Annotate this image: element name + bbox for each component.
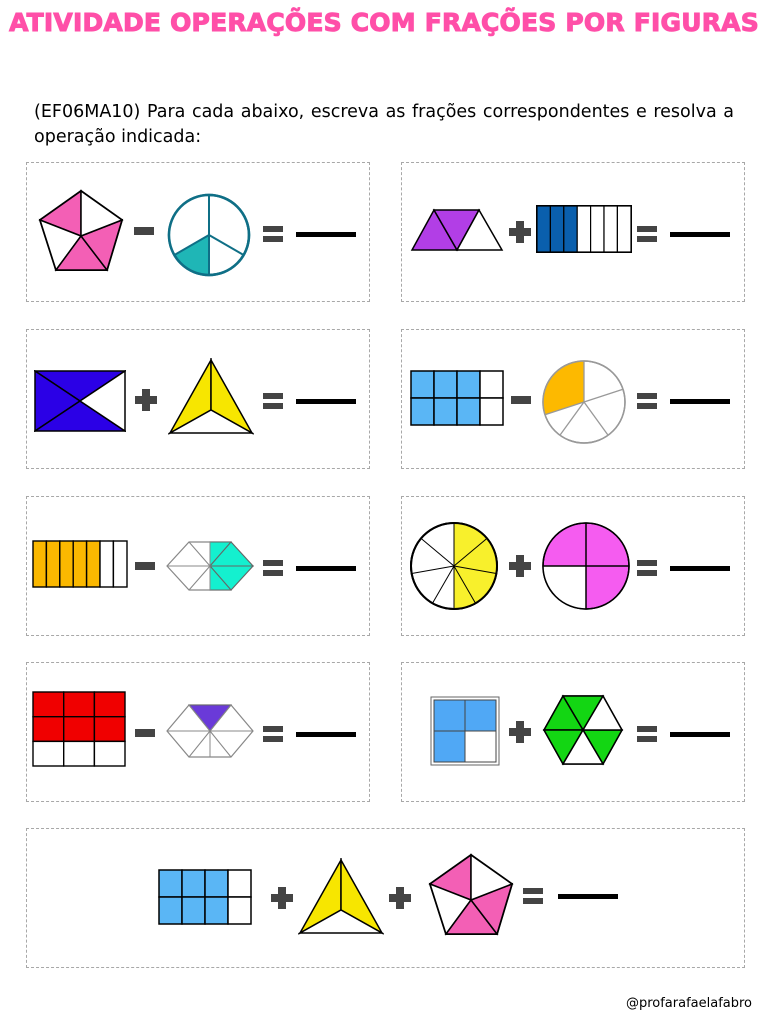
plus-sign (509, 555, 531, 577)
hexagon-fraction-figure (166, 541, 255, 591)
exercise-3-box (26, 329, 370, 469)
answer-blank[interactable] (670, 732, 730, 737)
triangle-fraction-figure (168, 358, 254, 435)
rectangle-fraction-figure (34, 370, 126, 432)
equals-sign (637, 726, 657, 742)
instruction-text: (EF06MA10) Para cada abaixo, escreva as … (34, 102, 734, 147)
plus-sign (135, 389, 157, 411)
bar-fraction-figure (536, 205, 632, 253)
exercise-2-box (401, 162, 745, 302)
equals-sign (523, 888, 543, 904)
minus-sign (134, 227, 154, 235)
equals-sign (637, 226, 657, 242)
exercise-8-box (401, 662, 745, 802)
equals-sign (637, 393, 657, 409)
triangle-fraction-figure (298, 858, 384, 935)
plus-sign (509, 221, 531, 243)
exercise-6-box (401, 496, 745, 636)
equals-sign (263, 560, 283, 576)
footer-credit: @profarafaelafabro (625, 996, 752, 1011)
answer-blank[interactable] (296, 566, 356, 571)
minus-sign (135, 562, 155, 570)
answer-blank[interactable] (670, 566, 730, 571)
answer-blank[interactable] (296, 399, 356, 404)
answer-blank[interactable] (296, 232, 356, 237)
grid-fraction-figure (158, 869, 252, 925)
equals-sign (637, 560, 657, 576)
pentagon-fraction-figure (428, 853, 514, 936)
answer-blank[interactable] (558, 894, 618, 899)
circle-fraction-figure (542, 522, 630, 610)
hexagon-fraction-figure (542, 694, 624, 766)
answer-blank[interactable] (670, 399, 730, 404)
equals-sign (263, 393, 283, 409)
plus-sign (509, 721, 531, 743)
grid-fraction-figure (410, 370, 504, 426)
circle-fraction-figure (542, 360, 626, 444)
grid-fraction-figure (32, 691, 126, 767)
bar-fraction-figure (32, 540, 128, 588)
parallelogram-fraction-figure (410, 208, 504, 252)
minus-sign (135, 729, 155, 737)
plus-sign (389, 887, 411, 909)
hexagon-fraction-figure (166, 704, 254, 758)
exercise-7-box (26, 662, 370, 802)
answer-blank[interactable] (670, 232, 730, 237)
page-title: ATIVIDADE OPERAÇÕES COM FRAÇÕES POR FIGU… (9, 8, 760, 38)
pentagon-fraction-figure (38, 189, 124, 272)
circle-fraction-figure (167, 193, 251, 277)
equals-sign (263, 726, 283, 742)
answer-blank[interactable] (296, 732, 356, 737)
exercise-9-box (26, 828, 745, 968)
exercise-4-box (401, 329, 745, 469)
minus-sign (511, 396, 531, 404)
exercise-1-box (26, 162, 370, 302)
exercise-5-box (26, 496, 370, 636)
equals-sign (263, 226, 283, 242)
square-fraction-figure (430, 696, 500, 766)
plus-sign (271, 887, 293, 909)
circle-fraction-figure (410, 522, 498, 610)
